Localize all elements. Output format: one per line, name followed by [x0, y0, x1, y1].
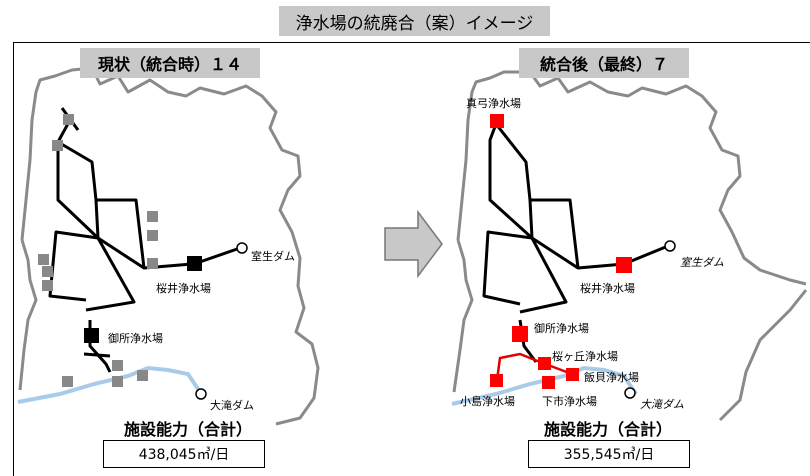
right-map-south-edge	[718, 289, 808, 422]
right-capacity-label: 施設能力（合計）	[544, 420, 673, 439]
right-map-border	[456, 70, 807, 286]
left-heading: 現状（統合時）１４	[80, 48, 260, 78]
left-label-murou: 室生ダム	[251, 249, 295, 263]
left-capacity-label: 施設能力（合計）	[124, 420, 253, 439]
left-capacity-value: 438,045㎥/日	[103, 440, 265, 468]
right-label-gosho: 御所浄水場	[534, 321, 589, 335]
right-label-kojima: 小島浄水場	[460, 394, 515, 408]
left-existing-plants	[38, 114, 158, 387]
right-murou-dam-marker	[664, 240, 676, 252]
left-label-sakurai: 桜井浄水場	[156, 281, 211, 295]
right-label-shimoichi: 下市浄水場	[542, 394, 597, 408]
left-map-border	[20, 66, 320, 426]
right-ootaki-dam-marker	[624, 387, 636, 399]
right-heading: 統合後（最終）７	[519, 48, 689, 78]
right-label-murou: 室生ダム	[680, 256, 724, 269]
right-label-sakuragaoka: 桜ヶ丘浄水場	[552, 349, 618, 363]
right-map-west-edge	[452, 239, 474, 393]
right-arrow-icon	[384, 209, 443, 279]
left-river	[17, 365, 202, 404]
right-label-ootaki: 大滝ダム	[640, 398, 684, 411]
page-title: 浄水場の統廃合（案）イメージ	[279, 6, 550, 36]
left-map-west-edge	[18, 239, 38, 391]
left-murou-dam-marker	[236, 242, 248, 254]
right-label-mayumi: 真弓浄水場	[466, 96, 521, 110]
left-label-ootaki: 大滝ダム	[210, 398, 254, 412]
right-label-iigai: 飯貝浄水場	[584, 370, 639, 384]
right-final-plants	[490, 114, 632, 389]
right-label-sakurai: 桜井浄水場	[580, 281, 635, 295]
left-ootaki-dam-marker	[195, 388, 207, 400]
left-map: 室生ダム 桜井浄水場 御所浄水場 大滝ダム	[17, 66, 320, 426]
left-label-gosho: 御所浄水場	[108, 331, 163, 345]
right-capacity-value: 355,545㎥/日	[528, 440, 690, 468]
left-gosho-plant	[84, 328, 99, 343]
left-sakurai-plant	[187, 256, 202, 271]
right-map: 真弓浄水場 室生ダム 桜井浄水場 御所浄水場 桜ヶ丘浄水場 飯貝浄水場 小島浄水…	[451, 70, 808, 422]
content-frame	[13, 42, 810, 476]
